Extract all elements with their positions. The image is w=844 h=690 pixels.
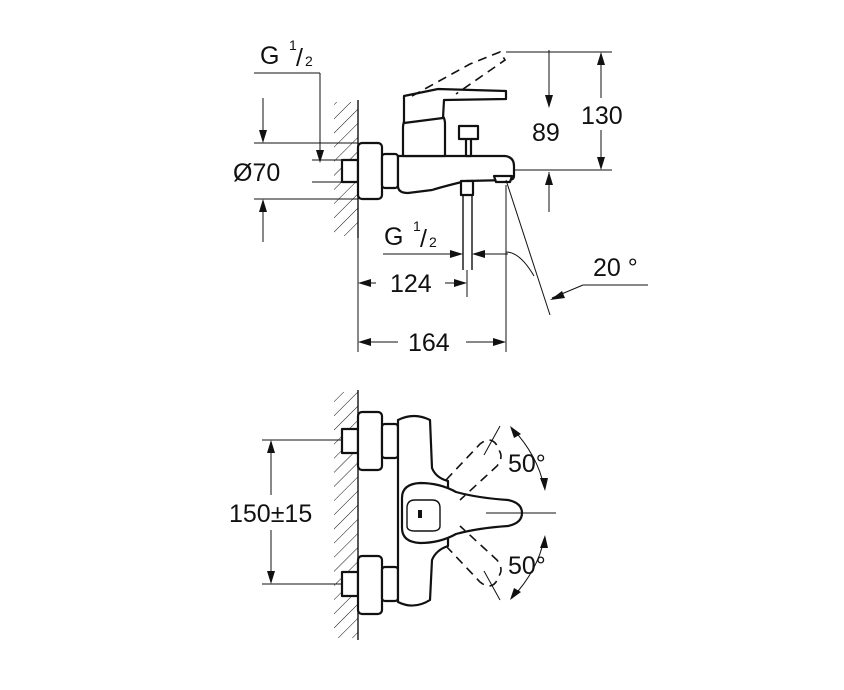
angle-label: 20 ° (593, 254, 638, 282)
height-130-label: 130 (581, 102, 623, 130)
diverter-stem (464, 136, 473, 158)
diameter-label: Ø70 (233, 159, 280, 187)
lever (402, 87, 508, 125)
thread-den-top: 2 (305, 53, 313, 69)
ring-upper (380, 422, 400, 460)
connection-nut (356, 141, 384, 201)
hose-connection (459, 179, 475, 197)
length-124-label: 124 (390, 270, 432, 298)
lever-indicator (418, 510, 422, 518)
lever-raised-outline (411, 51, 507, 97)
spout-outlet (492, 174, 514, 184)
rotation-down-label: 50° (508, 552, 546, 580)
front-view: 50° 50° 150±15 (229, 390, 556, 640)
nut-upper (356, 410, 384, 472)
thread-sup-top: 1 (289, 37, 297, 53)
ring-lower (380, 565, 400, 603)
fitting-lower (340, 570, 360, 598)
mixer-body (396, 154, 516, 195)
thread-slash-top: / (296, 44, 303, 72)
thread-label-bottom: G (384, 223, 403, 251)
nut-ring (380, 152, 400, 190)
nut-lower (356, 554, 384, 616)
thread-label-top: G (260, 42, 279, 70)
wall-fitting (340, 158, 360, 184)
thread-slash-bottom: / (420, 225, 427, 253)
lever-inner (406, 499, 441, 532)
side-view: G 1 / 2 Ø70 G 1 / 2 124 (233, 37, 648, 357)
rotation-up-label: 50° (508, 450, 546, 478)
length-164-label: 164 (408, 329, 450, 357)
diverter-knob (457, 124, 480, 141)
thread-den-bottom: 2 (429, 234, 437, 250)
fitting-upper (340, 427, 360, 455)
height-89-label: 89 (532, 119, 560, 147)
spacing-label: 150±15 (229, 500, 312, 528)
thread-sup-bottom: 1 (413, 218, 421, 234)
